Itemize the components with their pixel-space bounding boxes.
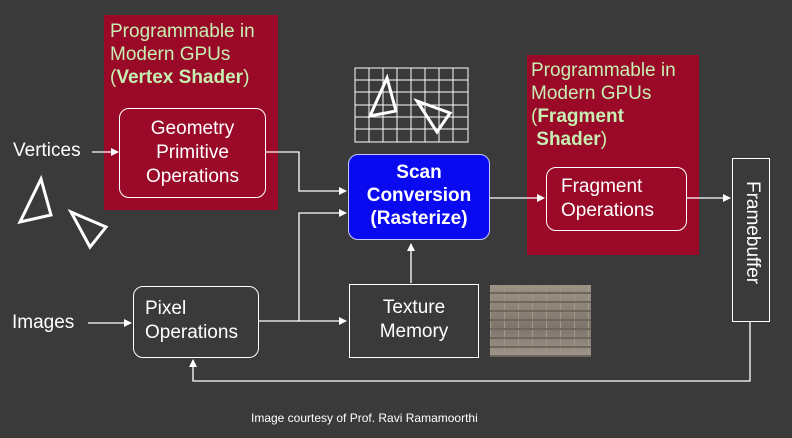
fragment-panel-line1: Programmable in: [531, 60, 676, 81]
triangle-icon: [413, 98, 453, 135]
fragment-panel-line3: (Fragment: [531, 106, 624, 127]
scan-line1: Scan: [396, 162, 442, 183]
raster-grid-icon: [354, 67, 469, 143]
pixel-ops-line2: Operations: [145, 322, 238, 343]
texture-line2: Memory: [379, 321, 449, 342]
framebuffer-label: Framebuffer: [742, 181, 763, 285]
fragment-ops-line2: Operations: [561, 200, 654, 221]
geometry-primitive-operations-box[interactable]: Geometry Primitive Operations: [119, 108, 266, 198]
pixel-operations-box[interactable]: Pixel Operations: [133, 286, 259, 358]
vertices-label: Vertices: [13, 140, 81, 161]
texture-line1: Texture: [382, 297, 446, 318]
framebuffer-box[interactable]: [732, 158, 770, 322]
triangle-icon: [367, 73, 398, 119]
pixel-ops-line1: Pixel: [145, 298, 187, 319]
framebuffer-feedback-arrow: [189, 322, 751, 382]
brick-texture-image: [490, 285, 591, 357]
triangle-icon: [67, 208, 109, 250]
fragment-panel-line2: Modern GPUs: [531, 83, 652, 104]
geometry-line3: Operations: [146, 166, 239, 187]
shader-label: Shader: [536, 129, 601, 150]
geometry-to-scan-arrow: [266, 151, 347, 195]
scan-line2: Conversion: [366, 185, 472, 206]
scan-conversion-box[interactable]: Scan Conversion (Rasterize): [348, 154, 490, 240]
fragment-operations-box[interactable]: Fragment Operations: [546, 167, 687, 231]
triangle-icon: [17, 174, 53, 225]
fragment-shader-caption: Programmable in Modern GPUs (Fragment Sh…: [531, 59, 701, 151]
geometry-line1: Geometry: [150, 118, 235, 139]
vertex-panel-line1: Programmable in: [110, 21, 255, 42]
vertex-panel-line3: (Vertex Shader): [110, 67, 250, 88]
geometry-line2: Primitive: [156, 142, 229, 163]
fragment-ops-line1: Fragment: [561, 176, 643, 197]
scan-line3: (Rasterize): [370, 208, 468, 229]
image-credit-caption: Image courtesy of Prof. Ravi Ramamoorthi: [251, 411, 478, 425]
fragment-panel-line4: Shader): [536, 129, 608, 150]
fragment-label: Fragment: [537, 106, 624, 127]
images-label: Images: [12, 312, 75, 333]
vertex-panel-line2: Modern GPUs: [110, 44, 231, 65]
vertex-shader-caption: Programmable in Modern GPUs (Vertex Shad…: [110, 20, 280, 89]
vertex-shader-panel: [104, 15, 278, 210]
vertex-shader-label: Vertex Shader: [116, 67, 244, 88]
pixel-to-scan-arrow: [298, 209, 347, 321]
texture-memory-box[interactable]: Texture Memory: [349, 284, 479, 358]
